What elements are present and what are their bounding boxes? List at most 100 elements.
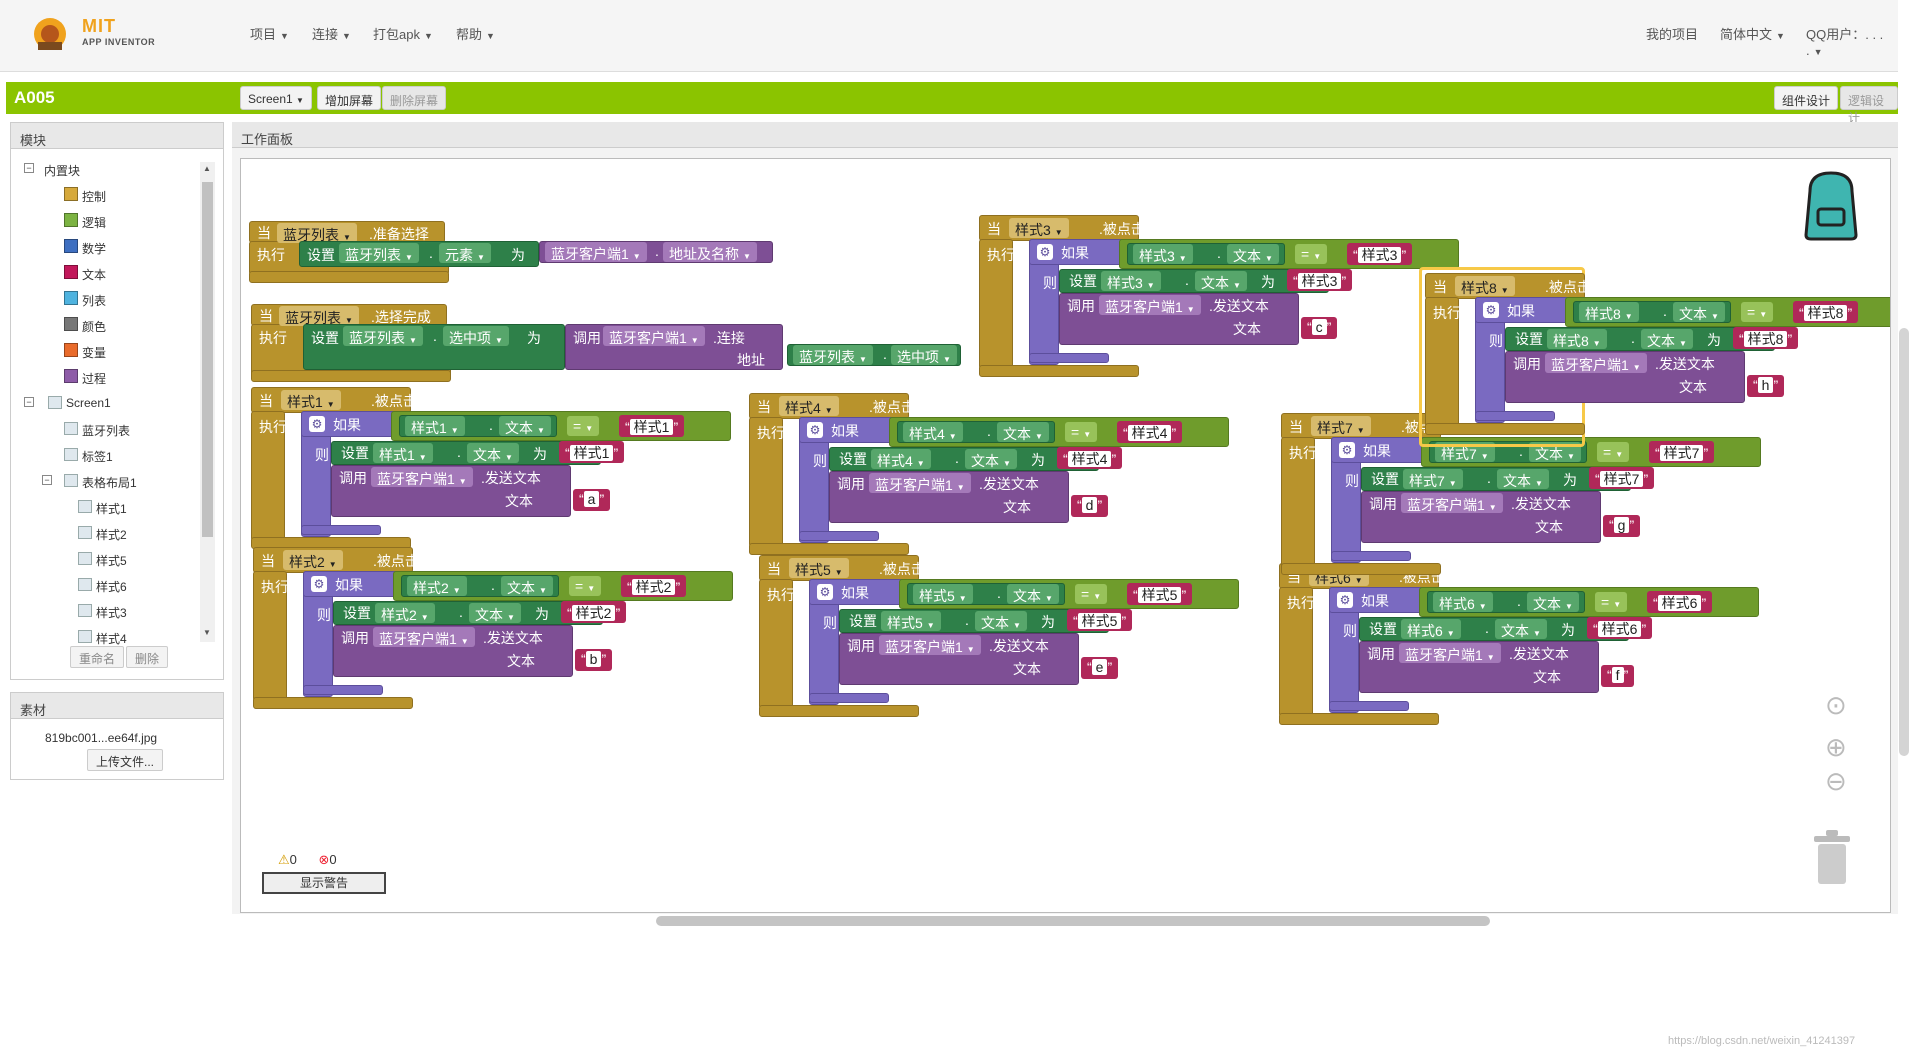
component-dropdown[interactable]: 蓝牙客户端1▼ xyxy=(1099,295,1201,315)
text-string-block[interactable]: “样式4” xyxy=(1117,421,1183,443)
text-string-block[interactable]: “样式3” xyxy=(1287,269,1353,291)
app-inventor-logo[interactable]: MIT APP INVENTOR xyxy=(30,12,170,56)
operator-dropdown[interactable]: =▼ xyxy=(1597,442,1630,462)
component-dropdown[interactable]: 样式1▼ xyxy=(405,416,465,436)
menu-language[interactable]: 简体中文▼ xyxy=(1720,24,1785,43)
upload-file-button[interactable]: 上传文件... xyxy=(87,749,164,771)
component-dropdown[interactable]: 样式7▼ xyxy=(1311,416,1371,436)
component-dropdown[interactable]: 蓝牙客户端1▼ xyxy=(603,326,705,346)
component-dropdown[interactable]: 文本▼ xyxy=(1529,442,1581,462)
menu-help[interactable]: 帮助▼ xyxy=(456,24,495,43)
component-dropdown[interactable]: 样式2▼ xyxy=(375,603,435,623)
button-click-block[interactable]: 当样式3▼.被点击执行⚙如果则样式3▼.文本▼=▼“样式3”设置样式3▼.文本▼… xyxy=(979,215,1499,415)
component-dropdown[interactable]: 样式6▼ xyxy=(1401,619,1461,639)
text-string-block[interactable]: “样式4” xyxy=(1057,447,1123,469)
show-warnings-button[interactable]: 显示警告 xyxy=(262,872,386,894)
component-dropdown[interactable]: 选中项▼ xyxy=(443,326,509,346)
component-dropdown[interactable]: 文本▼ xyxy=(1195,271,1247,291)
button-click-block[interactable]: 当样式5▼.被点击执行⚙如果则样式5▼.文本▼=▼“样式5”设置样式5▼.文本▼… xyxy=(759,555,1279,755)
component-dropdown[interactable]: 样式2▼ xyxy=(407,576,467,596)
button-click-block[interactable]: 当样式4▼.被点击执行⚙如果则样式4▼.文本▼=▼“样式4”设置样式4▼.文本▼… xyxy=(749,393,1269,593)
operator-dropdown[interactable]: =▼ xyxy=(567,416,600,436)
backpack-icon[interactable] xyxy=(1796,169,1866,243)
mutator-gear-icon[interactable]: ⚙ xyxy=(311,576,327,592)
component-dropdown[interactable]: 蓝牙客户端1▼ xyxy=(879,635,981,655)
text-string-block[interactable]: “样式1” xyxy=(619,415,685,437)
component-dropdown[interactable]: 样式8▼ xyxy=(1455,276,1515,296)
blocks-button[interactable]: 逻辑设计 xyxy=(1840,86,1898,125)
component-dropdown[interactable]: 选中项▼ xyxy=(891,345,957,365)
component-dropdown[interactable]: 样式4▼ xyxy=(903,422,963,442)
text-string-block[interactable]: “样式2” xyxy=(561,601,627,623)
list-before-picking-block[interactable]: 当蓝牙列表▼.准备选择执行设置蓝牙列表▼.元素▼为蓝牙客户端1▼.地址及名称▼ xyxy=(249,221,809,291)
mutator-gear-icon[interactable]: ⚙ xyxy=(1339,442,1355,458)
mutator-gear-icon[interactable]: ⚙ xyxy=(807,422,823,438)
component-dropdown[interactable]: 蓝牙客户端1▼ xyxy=(869,473,971,493)
blocks-workspace[interactable]: 当蓝牙列表▼.准备选择执行设置蓝牙列表▼.元素▼为蓝牙客户端1▼.地址及名称▼ 当… xyxy=(240,158,1891,913)
component-dropdown[interactable]: 蓝牙列表▼ xyxy=(277,223,357,243)
designer-button[interactable]: 组件设计 xyxy=(1774,86,1839,110)
center-target-icon[interactable]: ⊙ xyxy=(1825,690,1847,720)
component-dropdown[interactable]: 文本▼ xyxy=(975,611,1027,631)
text-string-block[interactable]: “g” xyxy=(1603,515,1641,537)
component-dropdown[interactable]: 样式3▼ xyxy=(1133,244,1193,264)
component-dropdown[interactable]: 文本▼ xyxy=(1007,584,1059,604)
button-click-block[interactable]: 当样式2▼.被点击执行⚙如果则样式2▼.文本▼=▼“样式2”设置样式2▼.文本▼… xyxy=(253,547,773,747)
component-dropdown[interactable]: 样式6▼ xyxy=(1433,592,1493,612)
component-dropdown[interactable]: 样式3▼ xyxy=(1009,218,1069,238)
component-dropdown[interactable]: 蓝牙客户端1▼ xyxy=(1399,643,1501,663)
operator-dropdown[interactable]: =▼ xyxy=(569,576,602,596)
text-string-block[interactable]: “样式2” xyxy=(621,575,687,597)
text-string-block[interactable]: “样式6” xyxy=(1587,617,1653,639)
text-string-block[interactable]: “f” xyxy=(1601,665,1635,687)
component-dropdown[interactable]: 文本▼ xyxy=(499,416,551,436)
component-dropdown[interactable]: 蓝牙客户端1▼ xyxy=(1401,493,1503,513)
rename-button[interactable]: 重命名 xyxy=(70,646,125,668)
component-dropdown[interactable]: 文本▼ xyxy=(965,449,1017,469)
zoom-out-icon[interactable]: ⊖ xyxy=(1825,766,1847,796)
screen-selector[interactable]: Screen1 ▼ xyxy=(240,86,312,110)
component-dropdown[interactable]: 蓝牙列表▼ xyxy=(343,326,423,346)
component-dropdown[interactable]: 样式4▼ xyxy=(871,449,931,469)
text-string-block[interactable]: “样式5” xyxy=(1127,583,1193,605)
operator-dropdown[interactable]: =▼ xyxy=(1595,592,1628,612)
component-dropdown[interactable]: 蓝牙客户端1▼ xyxy=(373,627,475,647)
collapse-toggle-icon[interactable]: − xyxy=(42,475,52,485)
component-dropdown[interactable]: 文本▼ xyxy=(1641,329,1693,349)
menu-build-apk[interactable]: 打包apk▼ xyxy=(373,24,433,43)
component-dropdown[interactable]: 文本▼ xyxy=(1227,244,1279,264)
collapse-toggle-icon[interactable]: − xyxy=(24,163,34,173)
text-string-block[interactable]: “样式6” xyxy=(1647,591,1713,613)
component-dropdown[interactable]: 样式7▼ xyxy=(1403,469,1463,489)
component-dropdown[interactable]: 文本▼ xyxy=(467,443,519,463)
add-screen-button[interactable]: 增加屏幕 xyxy=(317,86,382,110)
text-string-block[interactable]: “样式3” xyxy=(1347,243,1413,265)
component-dropdown[interactable]: 样式8▼ xyxy=(1579,302,1639,322)
operator-dropdown[interactable]: =▼ xyxy=(1075,584,1108,604)
component-dropdown[interactable]: 蓝牙客户端1▼ xyxy=(371,467,473,487)
component-dropdown[interactable]: 样式8▼ xyxy=(1547,329,1607,349)
zoom-in-icon[interactable]: ⊕ xyxy=(1825,732,1847,762)
operator-dropdown[interactable]: =▼ xyxy=(1295,244,1328,264)
component-dropdown[interactable]: 文本▼ xyxy=(1495,619,1547,639)
component-dropdown[interactable]: 样式1▼ xyxy=(373,443,433,463)
workspace-v-scrollbar[interactable] xyxy=(1899,328,1909,756)
collapse-toggle-icon[interactable]: − xyxy=(24,397,34,407)
component-dropdown[interactable]: 蓝牙列表▼ xyxy=(279,306,359,326)
component-dropdown[interactable]: 样式2▼ xyxy=(283,550,343,570)
text-string-block[interactable]: “样式8” xyxy=(1793,301,1859,323)
trash-icon[interactable] xyxy=(1810,830,1854,886)
menu-project[interactable]: 项目▼ xyxy=(250,24,289,43)
scroll-down-icon[interactable]: ▼ xyxy=(203,628,211,637)
component-dropdown[interactable]: 样式4▼ xyxy=(779,396,839,416)
text-string-block[interactable]: “c” xyxy=(1301,317,1338,339)
menu-my-projects[interactable]: 我的项目 xyxy=(1646,24,1698,43)
component-dropdown[interactable]: 样式5▼ xyxy=(913,584,973,604)
text-string-block[interactable]: “样式5” xyxy=(1067,609,1133,631)
operator-dropdown[interactable]: =▼ xyxy=(1741,302,1774,322)
component-dropdown[interactable]: 元素▼ xyxy=(439,243,491,263)
component-dropdown[interactable]: 蓝牙列表▼ xyxy=(339,243,419,263)
text-string-block[interactable]: “a” xyxy=(573,489,611,511)
component-dropdown[interactable]: 样式5▼ xyxy=(789,558,849,578)
media-file[interactable]: 819bc001...ee64f.jpg xyxy=(45,731,158,745)
